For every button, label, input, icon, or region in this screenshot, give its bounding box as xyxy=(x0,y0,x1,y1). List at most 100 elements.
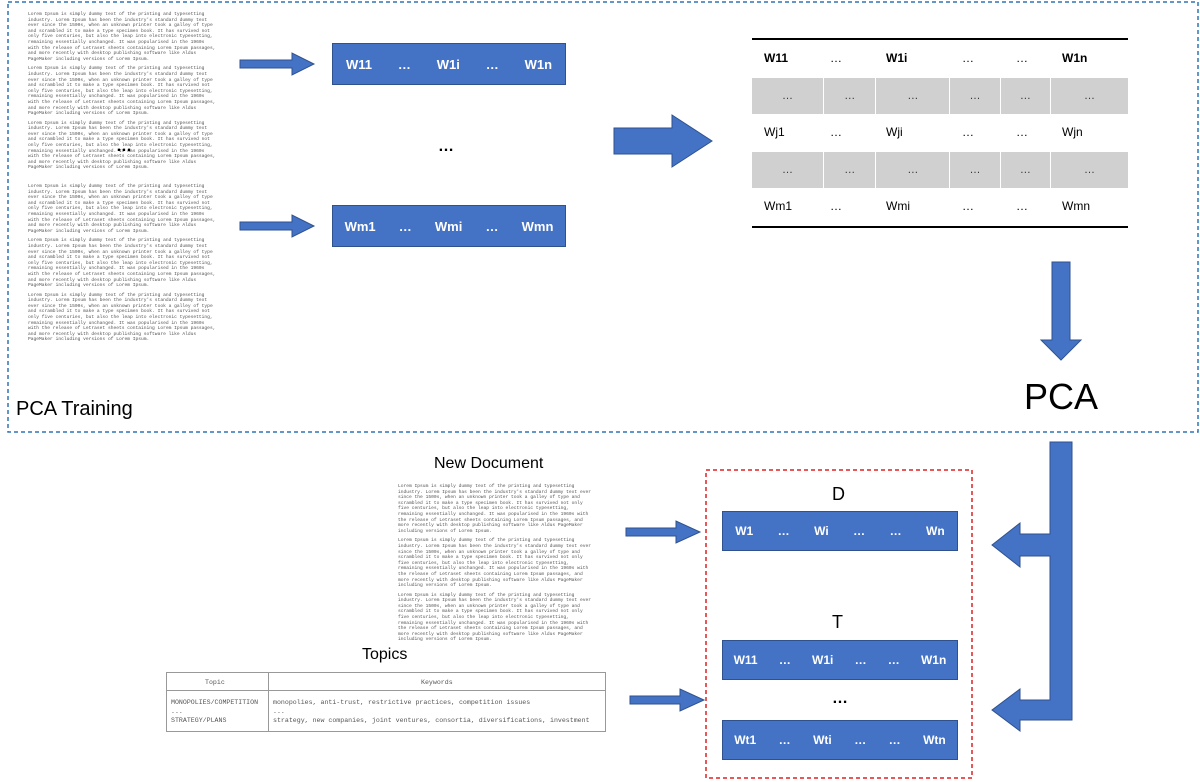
vector-cell: Wmn xyxy=(521,218,554,234)
vector-cell: W1i xyxy=(436,56,460,72)
training-document-m: Lorem Ipsum is simply dummy text of the … xyxy=(28,184,218,347)
matrix-cell: … xyxy=(1016,51,1028,65)
vector-cell: … xyxy=(778,653,791,667)
matrix-cell: … xyxy=(1084,90,1096,102)
matrix-cell: … xyxy=(962,51,974,65)
vector-cell: … xyxy=(485,218,499,234)
t-vectors-ellipsis: … xyxy=(832,690,848,707)
matrix-cell: Wm1 xyxy=(764,199,792,213)
arrow-matrix-to-pca xyxy=(1039,261,1083,361)
vector-cell: … xyxy=(398,218,412,234)
vector-cell: … xyxy=(397,56,411,72)
vector-cell: W1n xyxy=(920,653,947,667)
training-region-label: PCA Training xyxy=(16,398,133,420)
vector-cell: … xyxy=(777,524,790,538)
matrix-cell: Wj1 xyxy=(764,125,785,139)
vector-cell: W11 xyxy=(345,56,372,72)
matrix-row-j: Wj1 … Wji … … Wjn xyxy=(752,114,1128,150)
matrix-cell: … xyxy=(876,152,951,188)
matrix-cell: … xyxy=(830,51,842,65)
matrix-cell: … xyxy=(824,78,877,114)
topic-name: MONOPOLIES/COMPETITION xyxy=(171,699,259,706)
matrix-cell: … xyxy=(962,199,974,213)
doc-paragraph: Lorem Ipsum is simply dummy text of the … xyxy=(28,184,216,234)
matrix-cell: … xyxy=(752,78,825,114)
matrix-cell: … xyxy=(830,125,842,139)
t-vector-first: W11 … W1i … … W1n xyxy=(722,640,958,680)
matrix-cell: W1n xyxy=(1062,51,1088,65)
t-vector-last: Wt1 … Wti … … Wtn xyxy=(722,720,958,760)
doc-paragraph: Lorem Ipsum is simply dummy text of the … xyxy=(28,66,216,117)
doc-paragraph: Lorem Ipsum is simply dummy text of the … xyxy=(398,538,591,589)
vector-cell: Wtn xyxy=(923,733,946,747)
vector-cell: … xyxy=(485,56,499,72)
matrix-cell: … xyxy=(752,152,825,188)
vector-cell: … xyxy=(778,733,791,747)
topic-name: STRATEGY/PLANS xyxy=(171,717,227,724)
vector-cell: … xyxy=(888,733,901,747)
vector-cell: Wmi xyxy=(434,218,463,234)
vector-cell: … xyxy=(854,653,867,667)
vector-cell: W1i xyxy=(812,653,834,667)
matrix-gray-row-2: … … … … … … xyxy=(752,152,1128,188)
training-document-1: Lorem Ipsum is simply dummy text of the … xyxy=(28,12,218,175)
matrix-cell: … xyxy=(1016,199,1028,213)
matrix-cell: Wmi xyxy=(886,199,910,213)
pca-label: PCA xyxy=(1024,376,1099,417)
arrow-pca-to-output xyxy=(991,441,1073,732)
matrix-cell: … xyxy=(1001,78,1052,114)
vector-doc-1: W11 … W1i … W1n xyxy=(332,43,566,85)
matrix-cell: … xyxy=(830,199,842,213)
doc-paragraph: Lorem Ipsum is simply dummy text of the … xyxy=(28,292,216,343)
arrow-new-doc-to-d xyxy=(625,520,702,544)
vector-cell: … xyxy=(887,653,900,667)
topics-column-divider xyxy=(268,673,269,731)
arrow-doc-to-vector-top xyxy=(239,52,316,76)
vector-doc-m: Wm1 … Wmi … Wmn xyxy=(332,205,566,247)
matrix-cell: … xyxy=(1001,152,1052,188)
topics-header-keywords: Keywords xyxy=(421,679,453,686)
arrow-to-matrix xyxy=(613,114,713,168)
vector-cell: Wn xyxy=(926,524,945,538)
doc-paragraph: Lorem Ipsum is simply dummy text of the … xyxy=(28,12,216,62)
arrow-doc-to-vector-bottom xyxy=(239,214,316,238)
matrix-cell: … xyxy=(1084,164,1096,176)
matrix-cell: … xyxy=(962,125,974,139)
matrix-cell: W11 xyxy=(764,51,789,65)
matrix-gray-row-1: … … … … … … xyxy=(752,78,1128,114)
vectors-ellipsis: … xyxy=(438,138,454,155)
topics-table: Topic Keywords MONOPOLIES/COMPETITION mo… xyxy=(166,672,606,732)
topic-name: ... xyxy=(171,708,183,715)
matrix-cell: … xyxy=(876,78,951,114)
vector-cell: … xyxy=(854,733,867,747)
matrix-cell: … xyxy=(950,152,1001,188)
vector-cell: Wt1 xyxy=(734,733,757,747)
matrix-row-1: W11 … W1i … … W1n xyxy=(752,40,1128,76)
matrix-cell: … xyxy=(950,78,1001,114)
vector-cell: W11 xyxy=(733,653,758,667)
doc-paragraph: Lorem Ipsum is simply dummy text of the … xyxy=(28,238,216,289)
arrow-topics-to-t xyxy=(629,688,706,712)
topics-header-divider xyxy=(167,690,605,691)
topics-title: Topics xyxy=(362,646,408,663)
vector-cell: W1n xyxy=(524,56,553,72)
topics-header-topic: Topic xyxy=(205,679,225,686)
vector-cell: … xyxy=(889,524,902,538)
matrix-cell: … xyxy=(1016,125,1028,139)
d-vector: W1 … Wi … … Wn xyxy=(722,511,958,551)
doc-paragraph: Lorem Ipsum is simply dummy text of the … xyxy=(398,592,591,643)
matrix-top-rule xyxy=(752,38,1128,40)
matrix-cell: Wmn xyxy=(1062,199,1090,213)
vector-cell: … xyxy=(853,524,866,538)
matrix-cell: … xyxy=(824,152,877,188)
d-label: D xyxy=(832,484,845,504)
matrix-cell: Wjn xyxy=(1062,125,1083,139)
vector-cell: Wti xyxy=(813,733,832,747)
doc-paragraph: Lorem Ipsum is simply dummy text of the … xyxy=(28,120,216,171)
new-document: Lorem Ipsum is simply dummy text of the … xyxy=(398,484,594,647)
matrix-cell: Wji xyxy=(886,125,903,139)
t-label: T xyxy=(832,612,843,632)
documents-ellipsis: … xyxy=(116,138,132,155)
output-region-border xyxy=(705,469,973,779)
